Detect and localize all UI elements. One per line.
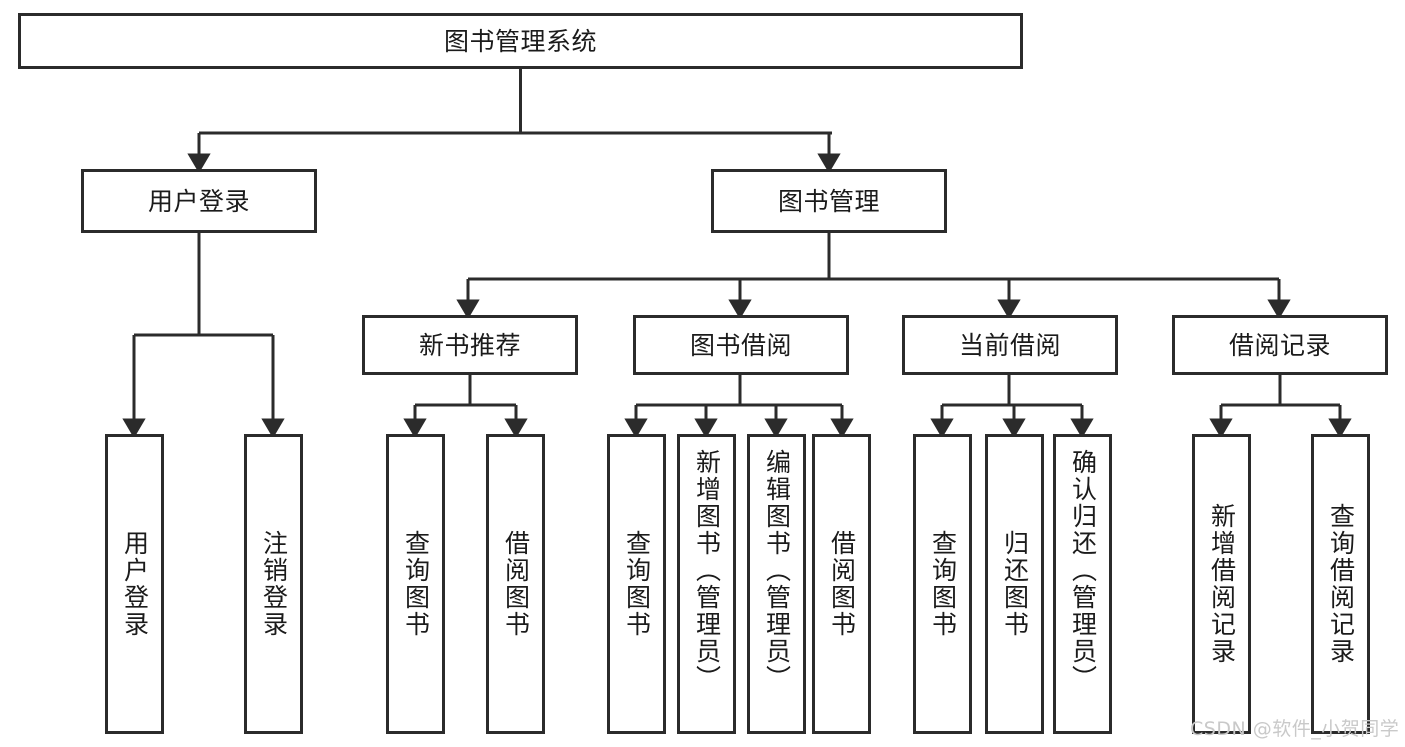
leaf-confirm-return-admin[interactable]: 确认归还（管理员） — [1053, 434, 1112, 734]
node-root[interactable]: 图书管理系统 — [18, 13, 1023, 69]
leaf-edit-book-admin-label: 编辑图书（管理员） — [762, 449, 792, 692]
node-book-borrow-label: 图书借阅 — [689, 330, 792, 360]
leaf-query-book-current[interactable]: 查询图书 — [913, 434, 972, 734]
node-new-book-recommend-label: 新书推荐 — [418, 330, 521, 360]
leaf-add-borrow-record[interactable]: 新增借阅记录 — [1192, 434, 1251, 734]
csdn-watermark: CSDN @软件_小贺同学 — [1190, 718, 1400, 740]
leaf-add-book-admin[interactable]: 新增图书（管理员） — [677, 434, 736, 734]
leaf-borrow-book-label: 借阅图书 — [827, 530, 857, 638]
leaf-add-book-admin-label: 新增图书（管理员） — [692, 449, 722, 692]
leaf-query-book-current-label: 查询图书 — [928, 530, 958, 638]
node-new-book-recommend[interactable]: 新书推荐 — [362, 315, 578, 375]
leaf-confirm-return-admin-label: 确认归还（管理员） — [1068, 449, 1098, 692]
node-root-label: 图书管理系统 — [443, 26, 597, 56]
node-current-borrow[interactable]: 当前借阅 — [902, 315, 1118, 375]
leaf-borrow-book-newbook[interactable]: 借阅图书 — [486, 434, 545, 734]
leaf-borrow-book[interactable]: 借阅图书 — [812, 434, 871, 734]
leaf-query-borrow-record[interactable]: 查询借阅记录 — [1311, 434, 1370, 734]
node-book-management-label: 图书管理 — [777, 186, 880, 216]
node-user-login-label: 用户登录 — [147, 186, 250, 216]
leaf-return-book-label: 归还图书 — [1000, 530, 1030, 638]
leaf-logout[interactable]: 注销登录 — [244, 434, 303, 734]
leaf-query-book-borrow[interactable]: 查询图书 — [607, 434, 666, 734]
leaf-borrow-book-newbook-label: 借阅图书 — [501, 530, 531, 638]
leaf-query-book-newbook[interactable]: 查询图书 — [386, 434, 445, 734]
node-user-login[interactable]: 用户登录 — [81, 169, 317, 233]
leaf-query-book-newbook-label: 查询图书 — [401, 530, 431, 638]
node-book-management[interactable]: 图书管理 — [711, 169, 947, 233]
node-book-borrow[interactable]: 图书借阅 — [633, 315, 849, 375]
node-current-borrow-label: 当前借阅 — [958, 330, 1061, 360]
leaf-add-borrow-record-label: 新增借阅记录 — [1207, 503, 1237, 665]
leaf-user-login[interactable]: 用户登录 — [105, 434, 164, 734]
leaf-user-login-label: 用户登录 — [120, 530, 150, 638]
node-borrow-records[interactable]: 借阅记录 — [1172, 315, 1388, 375]
leaf-query-book-borrow-label: 查询图书 — [622, 530, 652, 638]
leaf-query-borrow-record-label: 查询借阅记录 — [1326, 503, 1356, 665]
leaf-edit-book-admin[interactable]: 编辑图书（管理员） — [747, 434, 806, 734]
leaf-logout-label: 注销登录 — [259, 530, 289, 638]
node-borrow-records-label: 借阅记录 — [1228, 330, 1331, 360]
leaf-return-book[interactable]: 归还图书 — [985, 434, 1044, 734]
